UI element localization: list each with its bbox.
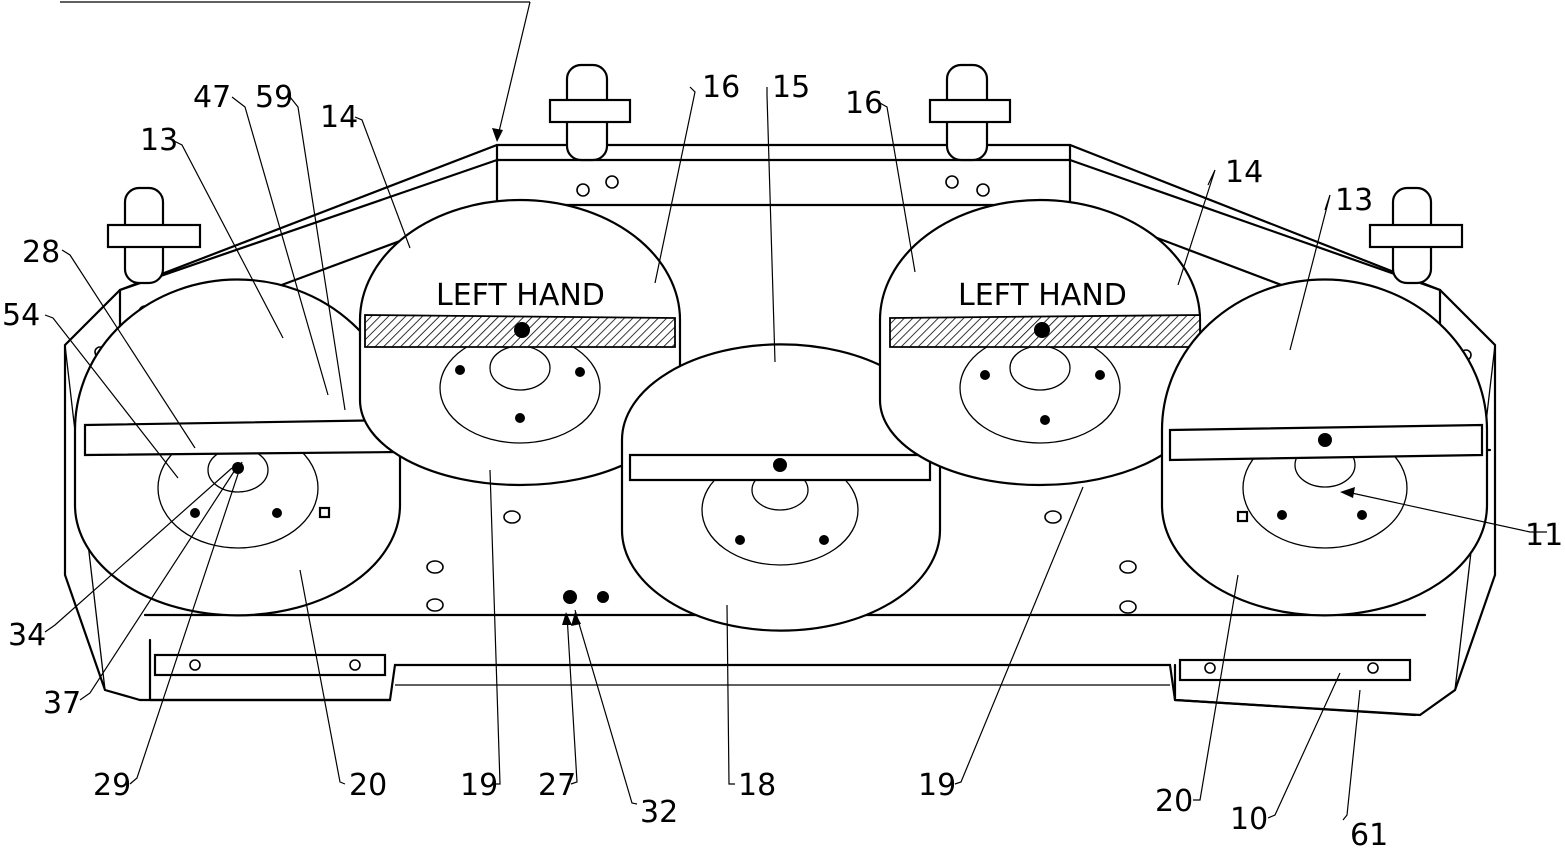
callout-19-right: 19 xyxy=(918,768,956,803)
leader-lines xyxy=(44,86,1547,821)
callouts: 47 59 14 13 28 54 16 15 16 14 13 11 34 3… xyxy=(2,70,1563,853)
callout-16-right: 16 xyxy=(845,86,883,121)
callout-14-right: 14 xyxy=(1225,155,1263,190)
callout-28: 28 xyxy=(22,235,60,270)
left-inner-housing xyxy=(358,198,682,487)
deck-holes xyxy=(426,510,1137,614)
callout-34: 34 xyxy=(8,618,46,653)
callout-13-right: 13 xyxy=(1335,183,1373,218)
top-frame-lines xyxy=(60,1,531,142)
callout-10: 10 xyxy=(1230,802,1268,837)
panel-label-left: LEFT HAND xyxy=(436,278,605,313)
center-housing xyxy=(620,343,942,632)
callout-18: 18 xyxy=(738,768,776,803)
panel-label-right: LEFT HAND xyxy=(958,278,1127,313)
callout-14-left: 14 xyxy=(320,100,358,135)
callout-20-right: 20 xyxy=(1155,784,1193,819)
caster-wheels xyxy=(106,63,1464,285)
callout-27: 27 xyxy=(538,768,576,803)
callout-59: 59 xyxy=(255,80,293,115)
callout-47: 47 xyxy=(193,80,231,115)
callout-54: 54 xyxy=(2,298,40,333)
callout-20-left: 20 xyxy=(349,768,387,803)
callout-15: 15 xyxy=(772,70,810,105)
left-outer-housing xyxy=(73,278,402,617)
callout-61: 61 xyxy=(1350,818,1388,853)
right-inner-housing xyxy=(878,198,1202,487)
callout-19-left: 19 xyxy=(460,768,498,803)
callout-37: 37 xyxy=(43,686,81,721)
callout-29: 29 xyxy=(93,768,131,803)
callout-32: 32 xyxy=(640,795,678,830)
callout-11: 11 xyxy=(1525,518,1563,553)
callout-16-left: 16 xyxy=(702,70,740,105)
callout-13-left: 13 xyxy=(140,123,178,158)
right-outer-housing xyxy=(1160,278,1489,617)
